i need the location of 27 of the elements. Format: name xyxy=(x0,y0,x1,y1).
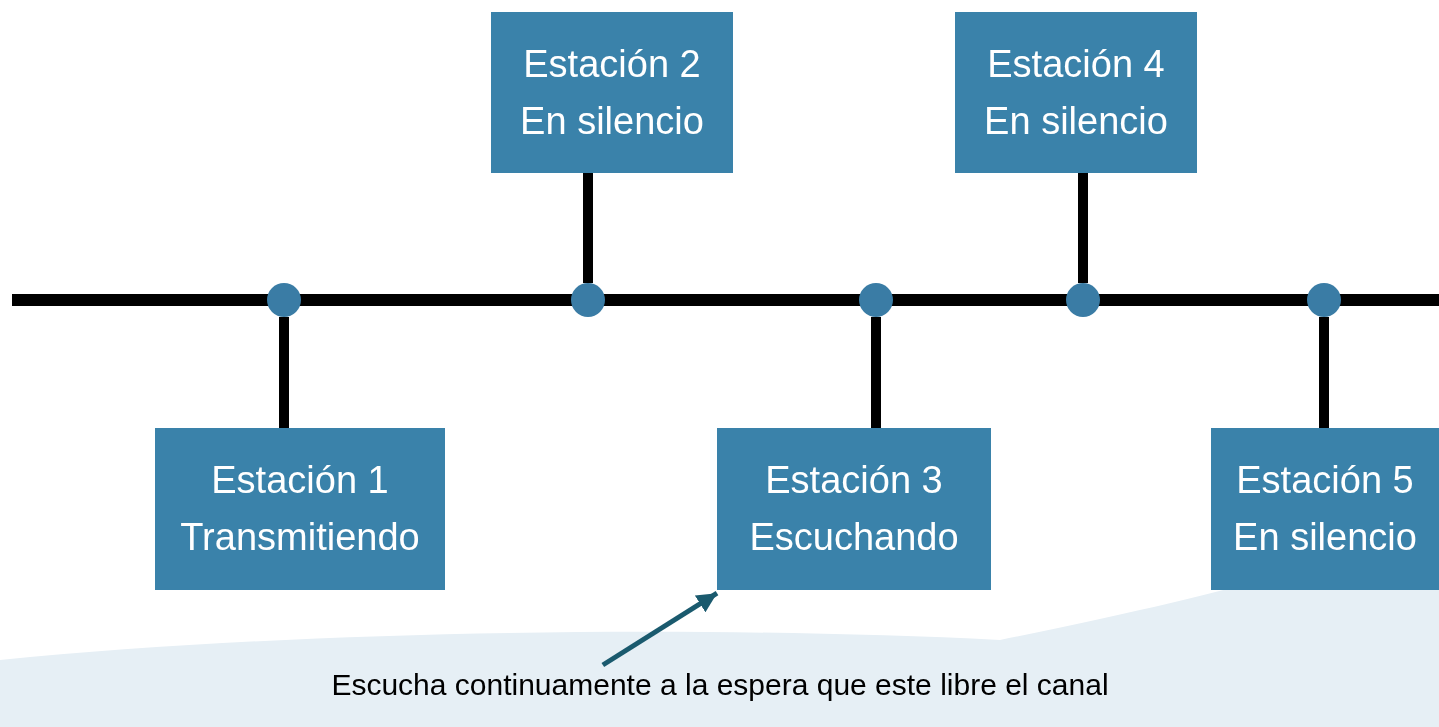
station-box xyxy=(1211,428,1439,590)
tap-dot xyxy=(1307,283,1341,317)
station-name: Estación 5 xyxy=(1236,458,1414,503)
tap-dot xyxy=(571,283,605,317)
arrow xyxy=(601,591,719,668)
station-box xyxy=(717,428,991,590)
status-text: Transmitiendo xyxy=(180,515,420,560)
station-name: Estación 1 xyxy=(211,458,389,503)
station-box xyxy=(491,12,733,173)
status-text: En silencio xyxy=(520,98,704,144)
station-name: Estación 4 xyxy=(987,41,1165,87)
tap-dot xyxy=(267,283,301,317)
annotation-text: Escucha continuamente a la espera que este libre el canal xyxy=(255,660,1185,710)
tap-dot xyxy=(859,283,893,317)
connector-line xyxy=(1319,317,1329,428)
station-box xyxy=(955,12,1197,173)
status-text: En silencio xyxy=(984,98,1168,144)
status-text: Escuchando xyxy=(749,515,959,560)
connector-line xyxy=(279,317,289,428)
status-text: En silencio xyxy=(1233,515,1417,560)
connector-line xyxy=(1078,173,1088,283)
tap-dot xyxy=(1066,283,1100,317)
connector-line xyxy=(871,317,881,428)
station-box xyxy=(155,428,445,590)
station-name: Estación 2 xyxy=(523,41,701,87)
connector-line xyxy=(583,173,593,283)
station-name: Estación 3 xyxy=(765,458,943,503)
